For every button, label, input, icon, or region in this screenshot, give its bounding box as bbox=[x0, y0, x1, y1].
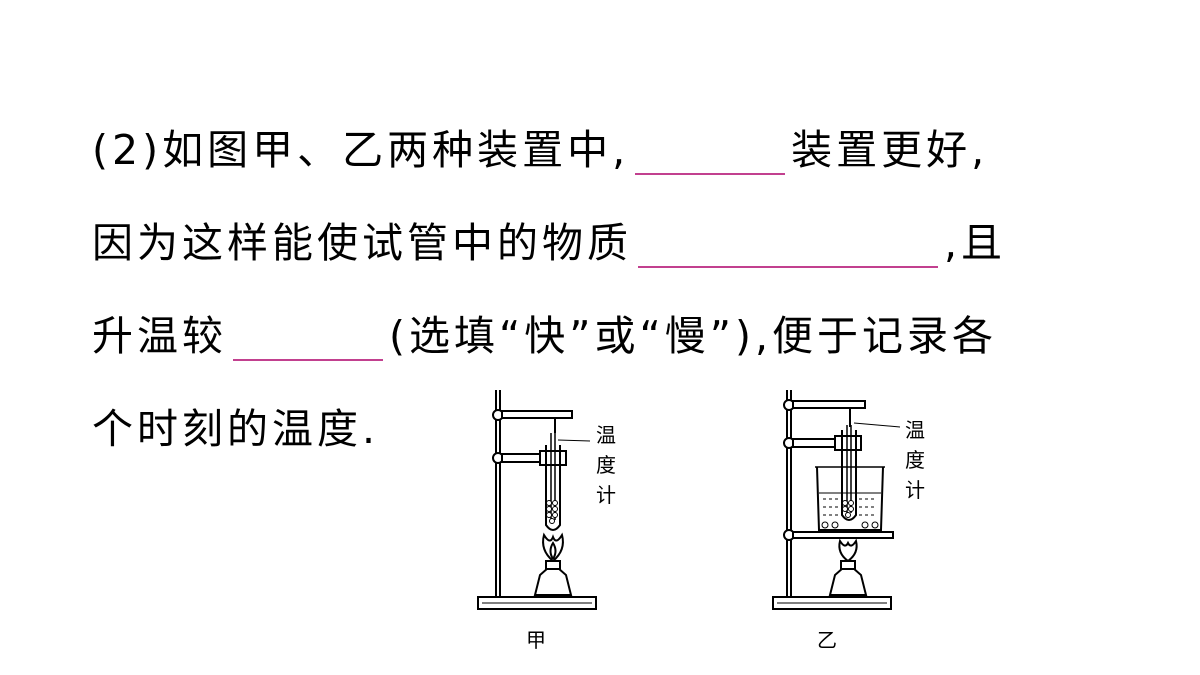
thermometer-label-char: 温 bbox=[596, 423, 616, 447]
question-line-2: 因为这样能使试管中的物质 ,且 bbox=[92, 218, 1006, 268]
question-text: (2)如图甲、乙两种装置中, bbox=[92, 126, 630, 174]
question-line-4: 个时刻的温度. bbox=[92, 404, 379, 454]
answer-blank-1[interactable] bbox=[635, 133, 786, 175]
question-text: 因为这样能使试管中的物质 bbox=[92, 219, 632, 267]
thermometer-label-char: 度 bbox=[905, 448, 925, 472]
thermometer-label-char: 温 bbox=[905, 418, 925, 442]
thermometer-label-char: 度 bbox=[596, 453, 616, 477]
question-text: 个时刻的温度. bbox=[92, 405, 380, 453]
answer-blank-2[interactable] bbox=[638, 226, 938, 268]
question-text: 装置更好, bbox=[791, 126, 989, 174]
apparatus-jia-figure: 温 度 计 甲 bbox=[477, 390, 616, 652]
question-line-1: (2)如图甲、乙两种装置中, 装置更好, bbox=[92, 125, 988, 175]
figure-label-yi: 乙 bbox=[817, 628, 837, 652]
thermometer-label-char: 计 bbox=[905, 478, 925, 502]
thermometer-label-char: 计 bbox=[596, 483, 616, 507]
question-text: ,且 bbox=[944, 219, 1007, 267]
question-line-3: 升温较 (选填“快”或“慢”),便于记录各 bbox=[92, 311, 997, 361]
figure-label-jia: 甲 bbox=[526, 628, 546, 652]
apparatus-yi-figure: 温 度 计 乙 bbox=[772, 390, 925, 652]
question-text: (选填“快”或“慢”),便于记录各 bbox=[389, 312, 997, 360]
question-text: 升温较 bbox=[92, 312, 227, 360]
answer-blank-3[interactable] bbox=[233, 319, 383, 361]
